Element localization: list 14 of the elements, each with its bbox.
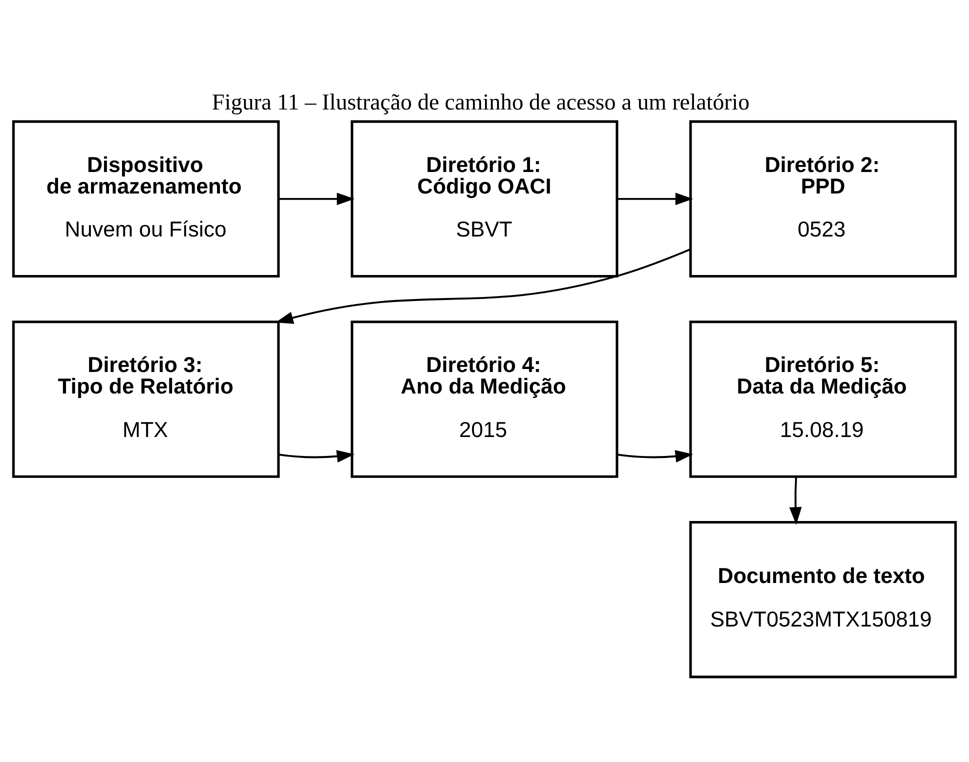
node-box: Diretório 4: Ano da Medição 2015 bbox=[350, 320, 618, 478]
arrow bbox=[789, 476, 802, 524]
arrow bbox=[275, 248, 691, 324]
arrow bbox=[617, 192, 694, 205]
node-box: Diretório 1: Código OACI SBVT bbox=[350, 120, 618, 278]
arrow bbox=[278, 450, 355, 462]
node-box: Dispositivo de armazenamento Nuvem ou Físico bbox=[12, 120, 280, 278]
arrow bbox=[278, 192, 355, 205]
node-box: Diretório 5: Data da Medição 15.08.19 bbox=[689, 320, 957, 478]
node-box: Documento de texto SBVT0523MTX150819 bbox=[689, 520, 957, 678]
arrow bbox=[616, 450, 694, 462]
node-box: Diretório 2: PPD 0523 bbox=[689, 120, 957, 278]
diagram-title: Figura 11 – Ilustração de caminho de acesso a um relatório bbox=[212, 88, 750, 114]
node-box: Diretório 3: Tipo de Relatório MTX bbox=[12, 320, 280, 478]
